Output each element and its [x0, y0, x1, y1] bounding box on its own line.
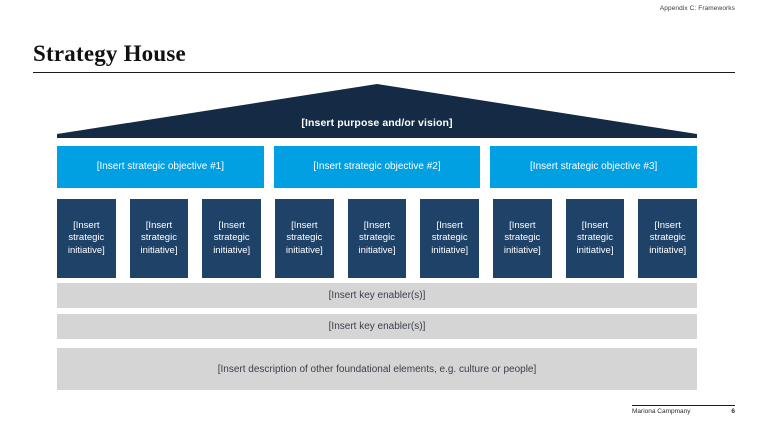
- slide-header-label: Appendix C: Frameworks: [659, 5, 735, 12]
- objective-label-1: [Insert strategic objective #1]: [96, 161, 224, 172]
- initiative-label-3-1: [Insert strategic initiative]: [503, 220, 541, 256]
- objective-label-3: [Insert strategic objective #3]: [530, 161, 658, 172]
- initiative-label-3-3: [Insert strategic initiative]: [649, 220, 687, 256]
- objectives-row: [Insert strategic objective #1] [Insert …: [57, 146, 698, 188]
- initiative-box-1-1[interactable]: [Insert strategic initiative]: [57, 199, 116, 278]
- objective-box-3[interactable]: [Insert strategic objective #3]: [490, 146, 698, 188]
- initiative-box-2-1[interactable]: [Insert strategic initiative]: [275, 199, 334, 278]
- footer-divider: [632, 405, 735, 406]
- footer-page-number: 6: [731, 408, 735, 415]
- initiative-box-2-2[interactable]: [Insert strategic initiative]: [347, 199, 407, 278]
- initiative-box-2-3[interactable]: [Insert strategic initiative]: [420, 199, 480, 278]
- initiative-label-3-2: [Insert strategic initiative]: [576, 220, 614, 256]
- foundation-bar[interactable]: [Insert description of other foundationa…: [57, 348, 697, 390]
- title-divider: [33, 72, 735, 73]
- house-roof: [Insert purpose and/or vision]: [57, 84, 697, 138]
- enabler-bar-2[interactable]: [Insert key enabler(s)]: [57, 314, 697, 339]
- initiative-group-2: [Insert strategic initiative] [Insert st…: [275, 199, 480, 278]
- initiatives-row: [Insert strategic initiative] [Insert st…: [57, 199, 698, 278]
- footer-author: Mariona Campmany: [632, 408, 691, 415]
- objective-box-2[interactable]: [Insert strategic objective #2]: [273, 146, 481, 188]
- initiative-group-3: [Insert strategic initiative] [Insert st…: [493, 199, 698, 278]
- initiative-box-1-3[interactable]: [Insert strategic initiative]: [202, 199, 262, 278]
- enabler-label-2: [Insert key enabler(s)]: [328, 321, 426, 332]
- initiative-group-1: [Insert strategic initiative] [Insert st…: [57, 199, 262, 278]
- slide-footer: Mariona Campmany 6: [632, 408, 735, 415]
- initiative-box-1-2[interactable]: [Insert strategic initiative]: [129, 199, 189, 278]
- initiative-label-2-3: [Insert strategic initiative]: [431, 220, 469, 256]
- page-title: Strategy House: [33, 41, 186, 66]
- initiative-label-1-2: [Insert strategic initiative]: [140, 220, 178, 256]
- initiative-box-3-2[interactable]: [Insert strategic initiative]: [565, 199, 625, 278]
- objective-box-1[interactable]: [Insert strategic objective #1]: [57, 146, 264, 188]
- initiative-box-3-1[interactable]: [Insert strategic initiative]: [493, 199, 552, 278]
- strategy-house-diagram: [Insert purpose and/or vision] [Insert s…: [57, 84, 698, 390]
- roof-triangle-shape: [57, 84, 697, 138]
- enabler-bar-1[interactable]: [Insert key enabler(s)]: [57, 283, 697, 308]
- initiative-label-2-2: [Insert strategic initiative]: [358, 220, 396, 256]
- initiative-label-1-3: [Insert strategic initiative]: [213, 220, 251, 256]
- enabler-label-1: [Insert key enabler(s)]: [328, 290, 426, 301]
- objective-label-2: [Insert strategic objective #2]: [313, 161, 441, 172]
- initiative-label-1-1: [Insert strategic initiative]: [67, 220, 105, 256]
- initiative-label-2-1: [Insert strategic initiative]: [285, 220, 323, 256]
- foundation-label: [Insert description of other foundationa…: [217, 363, 537, 375]
- initiative-box-3-3[interactable]: [Insert strategic initiative]: [638, 199, 698, 278]
